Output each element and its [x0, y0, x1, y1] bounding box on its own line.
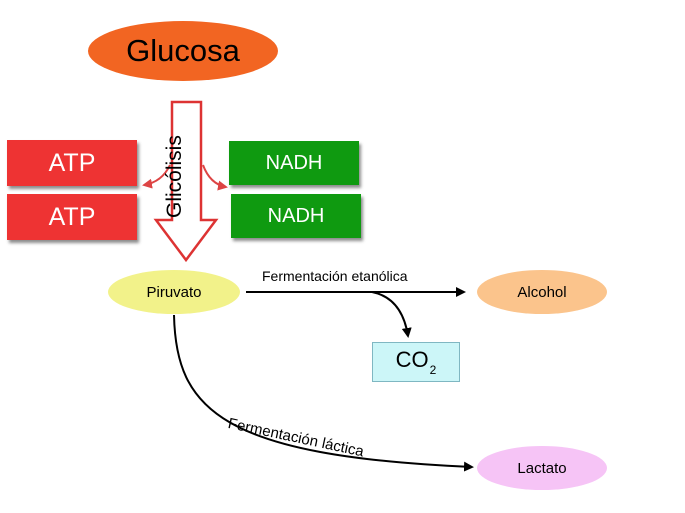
atp-top-label: ATP	[48, 148, 96, 177]
atp-side-arrow	[142, 164, 171, 189]
co2-box: CO2	[372, 342, 460, 382]
atp-box-top: ATP	[7, 140, 137, 186]
nadh-box-top: NADH	[229, 141, 359, 185]
fermentacion-etanolica-label: Fermentación etanólica	[262, 268, 408, 284]
lactato-node: Lactato	[477, 446, 607, 490]
lactica-arrow	[173, 314, 474, 472]
co2-branch-arrow	[371, 291, 412, 338]
co2-label: CO2	[396, 347, 437, 377]
piruvato-node: Piruvato	[108, 270, 240, 314]
nadh-top-label: NADH	[265, 151, 323, 174]
glucosa-label: Glucosa	[126, 33, 240, 68]
co2-subscript: 2	[429, 363, 437, 377]
atp-bottom-label: ATP	[48, 202, 96, 231]
piruvato-label: Piruvato	[146, 283, 202, 301]
alcohol-label: Alcohol	[517, 283, 567, 301]
nadh-side-arrow	[202, 164, 228, 191]
atp-box-bottom: ATP	[7, 194, 137, 240]
glucosa-node: Glucosa	[88, 21, 278, 81]
nadh-box-bottom: NADH	[231, 194, 361, 238]
glicolisis-arrow	[153, 100, 219, 263]
nadh-bottom-label: NADH	[267, 204, 325, 227]
glicolisis-label: Glicólisis	[163, 135, 186, 218]
co2-base: CO	[395, 347, 429, 372]
lactato-label: Lactato	[517, 459, 567, 477]
alcohol-node: Alcohol	[477, 270, 607, 314]
